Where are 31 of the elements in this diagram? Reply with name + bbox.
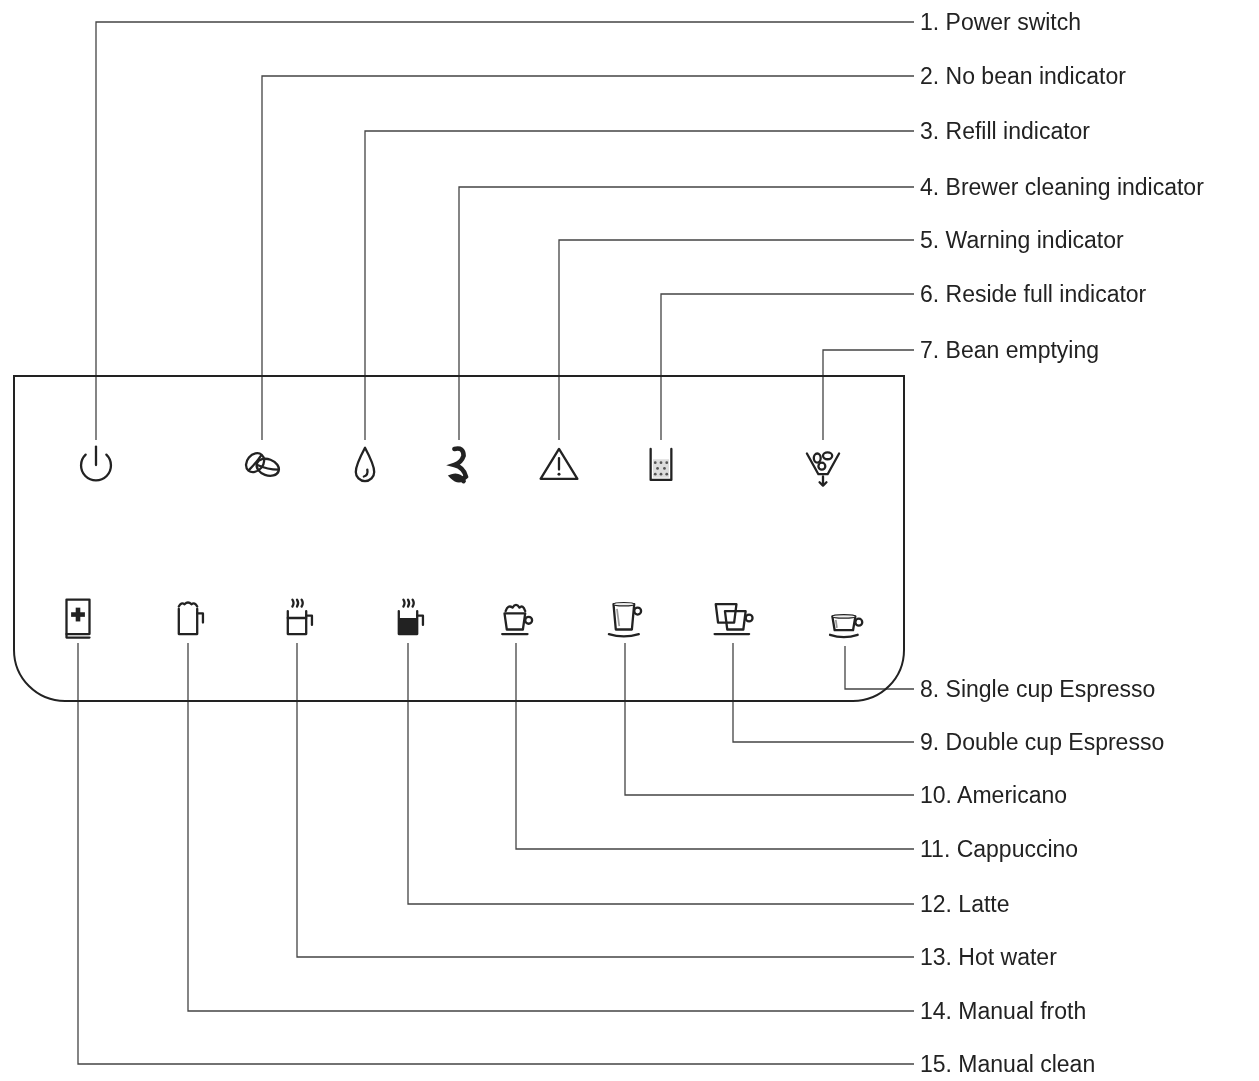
callout-label: 5. Warning indicator	[920, 226, 1124, 254]
callout-label: 6. Reside full indicator	[920, 280, 1147, 308]
leader-line	[77, 642, 915, 1065]
callout-label: 13. Hot water	[920, 943, 1057, 971]
callout-label: 4. Brewer cleaning indicator	[920, 173, 1204, 201]
leader-line	[732, 642, 915, 743]
leader-line	[558, 239, 915, 441]
leader-line	[364, 130, 915, 441]
leader-line	[660, 293, 915, 441]
callout-label: 3. Refill indicator	[920, 117, 1091, 145]
leader-line	[844, 645, 915, 690]
callout-label: 7. Bean emptying	[920, 336, 1099, 364]
callout-label: 8. Single cup Espresso	[920, 675, 1156, 703]
leader-line	[407, 642, 915, 905]
leader-line	[261, 75, 915, 441]
leader-line	[624, 642, 915, 796]
callout-label: 14. Manual froth	[920, 997, 1087, 1025]
callout-label: 9. Double cup Espresso	[920, 728, 1165, 756]
leader-line	[458, 186, 915, 441]
leader-line	[95, 21, 915, 441]
callout-label: 15. Manual clean	[920, 1050, 1096, 1078]
callout-label: 11. Cappuccino	[920, 835, 1079, 863]
leader-line	[187, 642, 915, 1012]
callout-label: 10. Americano	[920, 781, 1068, 809]
callout-label: 12. Latte	[920, 890, 1010, 918]
callout-label: 2. No bean indicator	[920, 62, 1126, 90]
callout-label: 1. Power switch	[920, 8, 1082, 36]
leader-line	[515, 642, 915, 850]
leader-line	[296, 642, 915, 958]
leader-line	[822, 349, 915, 441]
control-panel	[13, 375, 905, 702]
